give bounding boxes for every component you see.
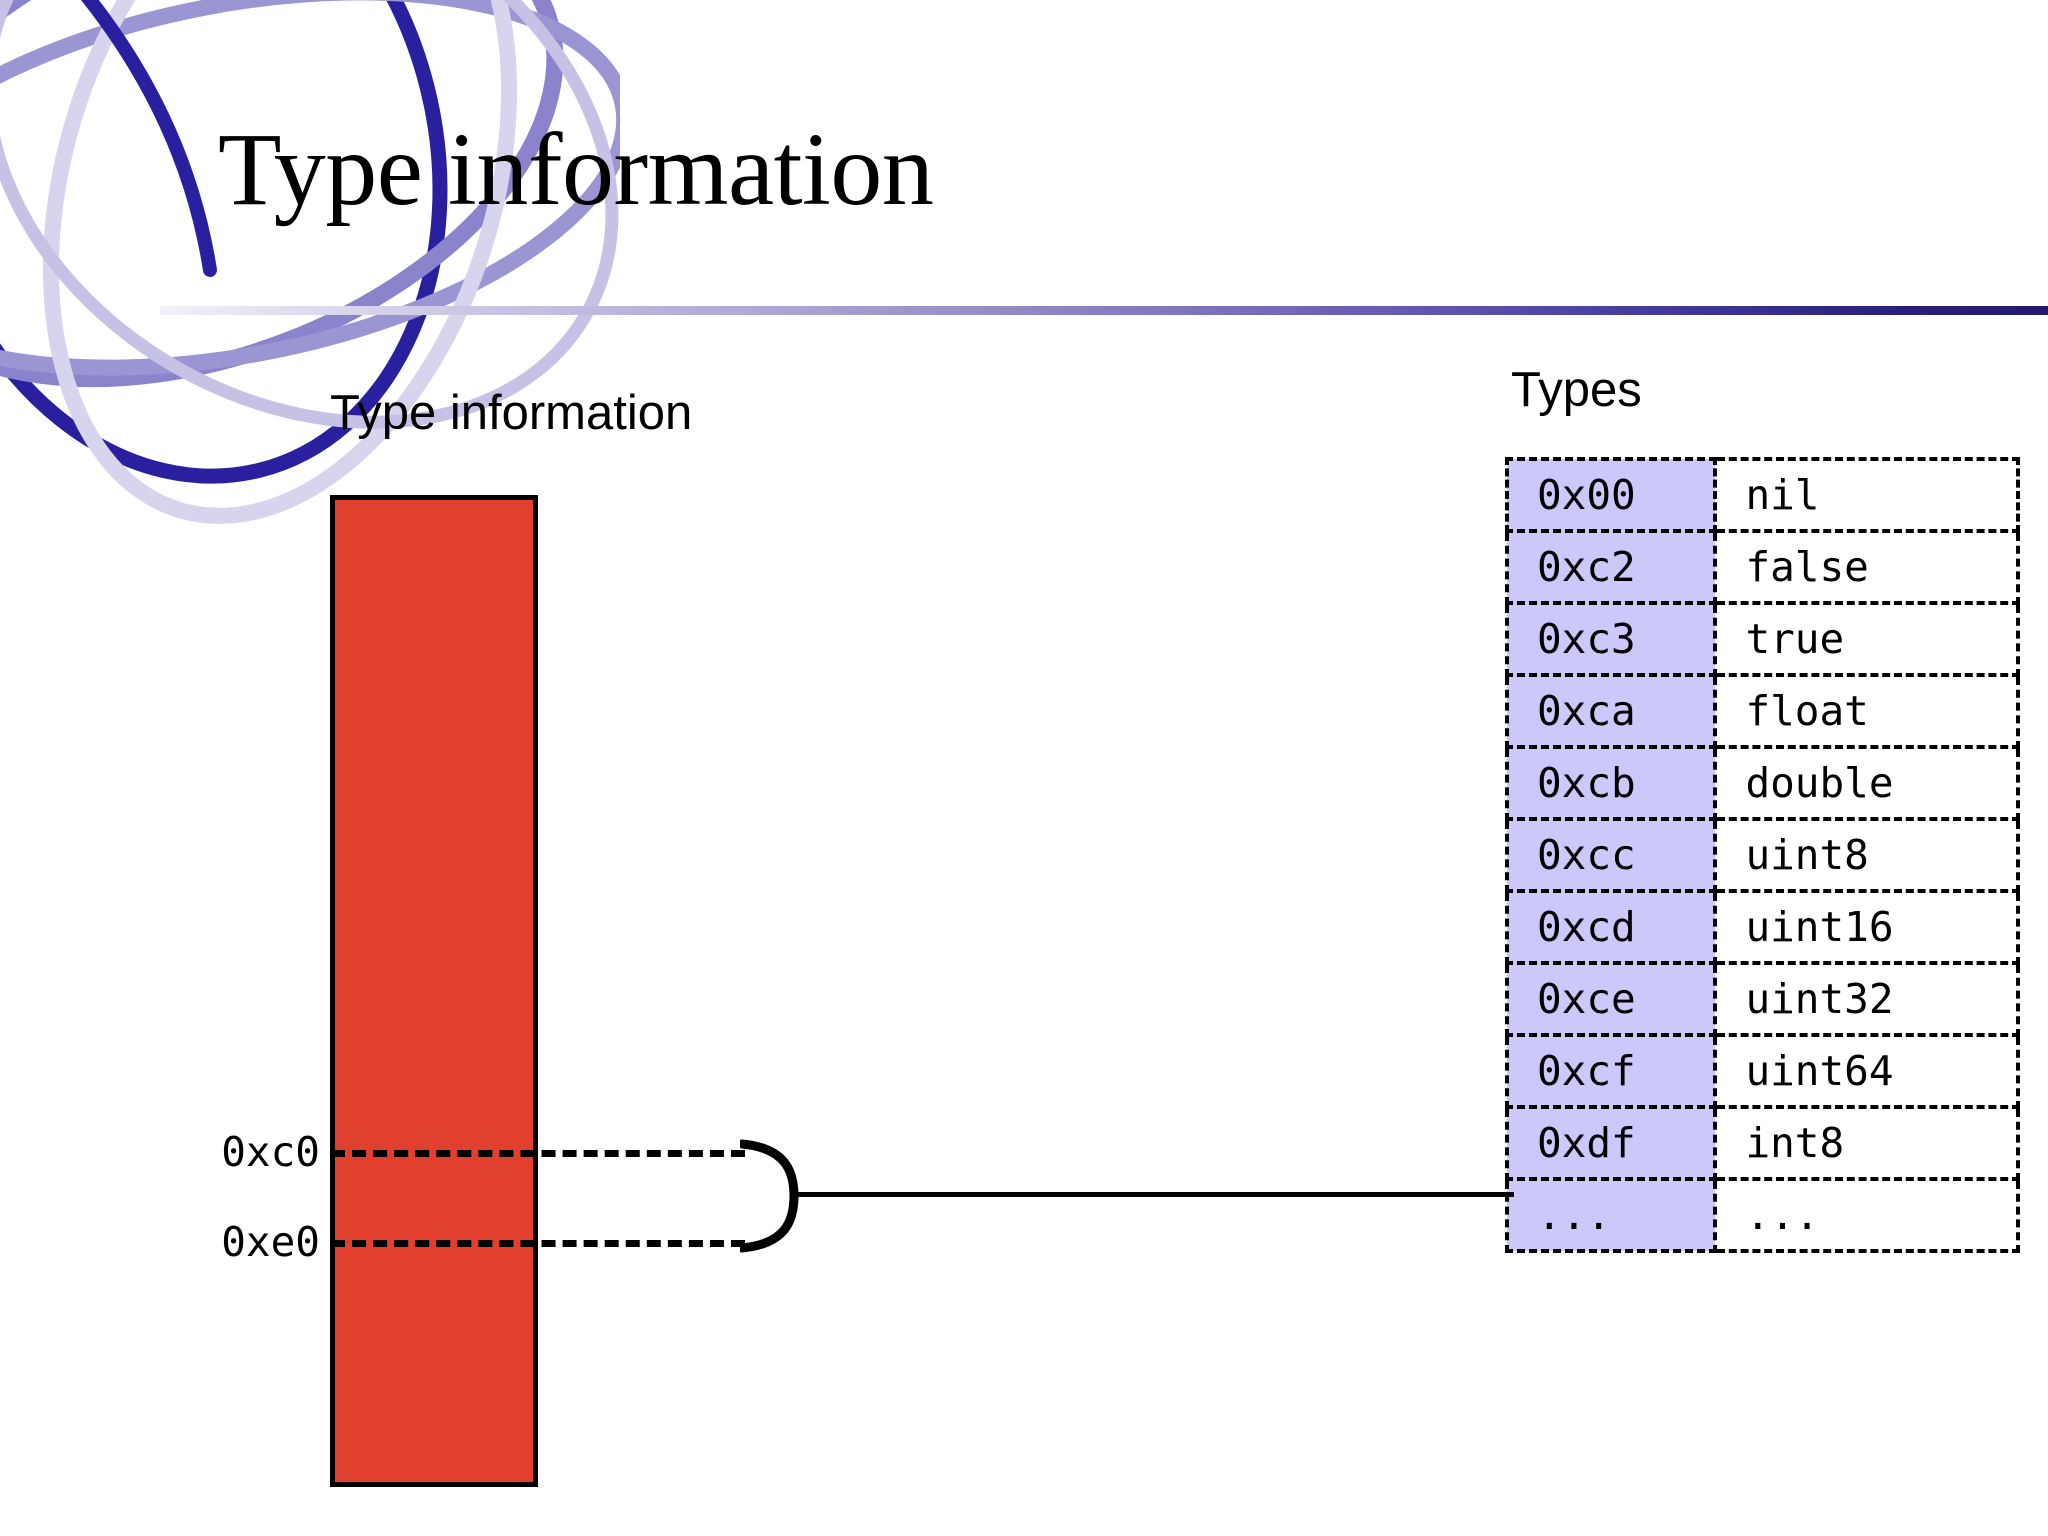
type-name-cell: uint32 <box>1713 961 2020 1037</box>
type-name-cell: nil <box>1713 457 2020 533</box>
type-name-cell: false <box>1713 529 2020 605</box>
swirl-ring-light-2 <box>0 0 619 429</box>
table-row: ...... <box>1504 1177 2020 1253</box>
title-divider <box>160 306 2048 315</box>
types-heading: Types <box>1511 363 1642 417</box>
connector-line <box>792 1192 1514 1197</box>
type-code-cell: 0xce <box>1504 961 1718 1037</box>
address-label-range-start: 0xc0 <box>221 1128 320 1176</box>
type-name-cell: uint8 <box>1713 817 2020 893</box>
memory-block <box>330 495 538 1487</box>
type-name-cell: ... <box>1713 1177 2020 1253</box>
type-code-cell: 0xca <box>1504 673 1718 749</box>
guide-line-bottom <box>331 1240 745 1247</box>
swirl-ring-dark <box>0 0 448 484</box>
type-name-cell: true <box>1713 601 2020 677</box>
address-label-range-end: 0xe0 <box>221 1218 320 1266</box>
type-code-cell: ... <box>1504 1177 1718 1253</box>
swirl-decoration <box>0 0 620 524</box>
type-name-cell: float <box>1713 673 2020 749</box>
type-code-cell: 0xcf <box>1504 1033 1718 1109</box>
page-title: Type information <box>218 112 934 227</box>
type-code-cell: 0xc2 <box>1504 529 1718 605</box>
type-name-cell: double <box>1713 745 2020 821</box>
type-code-cell: 0xcb <box>1504 745 1718 821</box>
swirl-ring-light <box>42 0 518 524</box>
type-name-cell: uint64 <box>1713 1033 2020 1109</box>
swirl-arc-dark <box>80 0 217 277</box>
type-code-cell: 0xdf <box>1504 1105 1718 1181</box>
type-code-cell: 0xc3 <box>1504 601 1718 677</box>
type-code-cell: 0xcc <box>1504 817 1718 893</box>
guide-line-top <box>331 1150 745 1157</box>
type-code-cell: 0xcd <box>1504 889 1718 965</box>
diagram-caption: Type information <box>330 386 693 440</box>
type-code-cell: 0x00 <box>1504 457 1718 533</box>
type-name-cell: int8 <box>1713 1105 2020 1181</box>
type-name-cell: uint16 <box>1713 889 2020 965</box>
brace-connector-icon <box>740 1139 799 1253</box>
